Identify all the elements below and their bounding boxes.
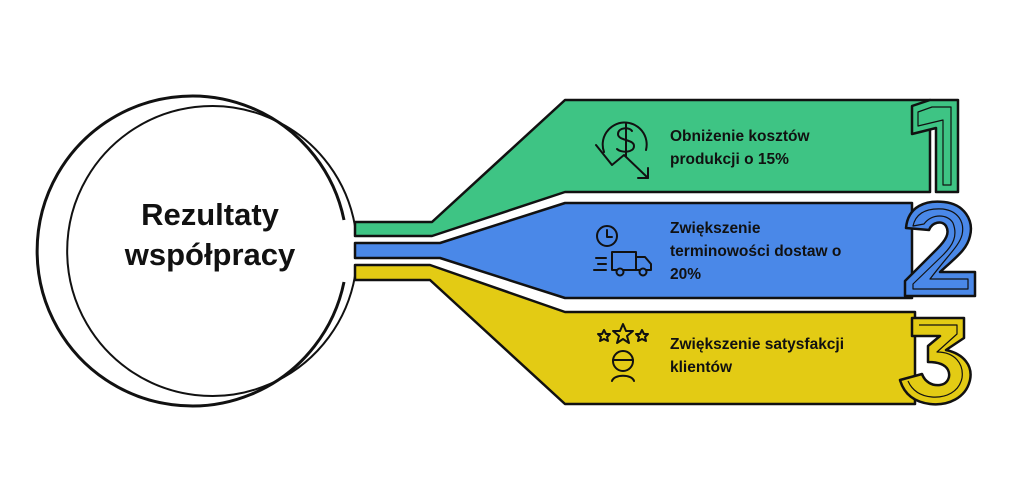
item-2-line-2: terminowości dostaw o — [670, 243, 842, 260]
number-3-glyph — [898, 316, 972, 406]
item-3-line-1: Zwiększenie satysfakcji — [670, 336, 845, 353]
item-1-text: Obniżenie kosztów produkcji o 15% — [670, 125, 810, 171]
center-title: Rezultaty współpracy — [60, 195, 360, 275]
number-2-glyph — [903, 200, 977, 298]
dollar-down-arrow-icon — [595, 121, 649, 179]
number-1-glyph — [910, 98, 960, 194]
item-1-line-2: produkcji o 15% — [670, 151, 789, 168]
center-circle — [35, 94, 346, 408]
center-title-line-1: Rezultaty — [141, 197, 279, 232]
center-circle-inner — [66, 105, 356, 397]
band-2 — [353, 201, 914, 300]
clock-truck-icon — [593, 225, 652, 277]
band-1 — [353, 98, 932, 238]
band-3 — [353, 263, 917, 406]
item-3-line-2: klientów — [670, 359, 733, 376]
item-2-line-3: 20% — [670, 266, 702, 283]
item-2-text: Zwiększenie terminowości dostaw o 20% — [670, 217, 841, 286]
center-title-line-2: współpracy — [124, 237, 296, 272]
item-3-text: Zwiększenie satysfakcji klientów — [670, 333, 844, 379]
item-2-line-1: Zwiększenie — [670, 220, 761, 237]
stars-customer-icon — [597, 323, 649, 382]
item-1-line-1: Obniżenie kosztów — [670, 128, 810, 145]
